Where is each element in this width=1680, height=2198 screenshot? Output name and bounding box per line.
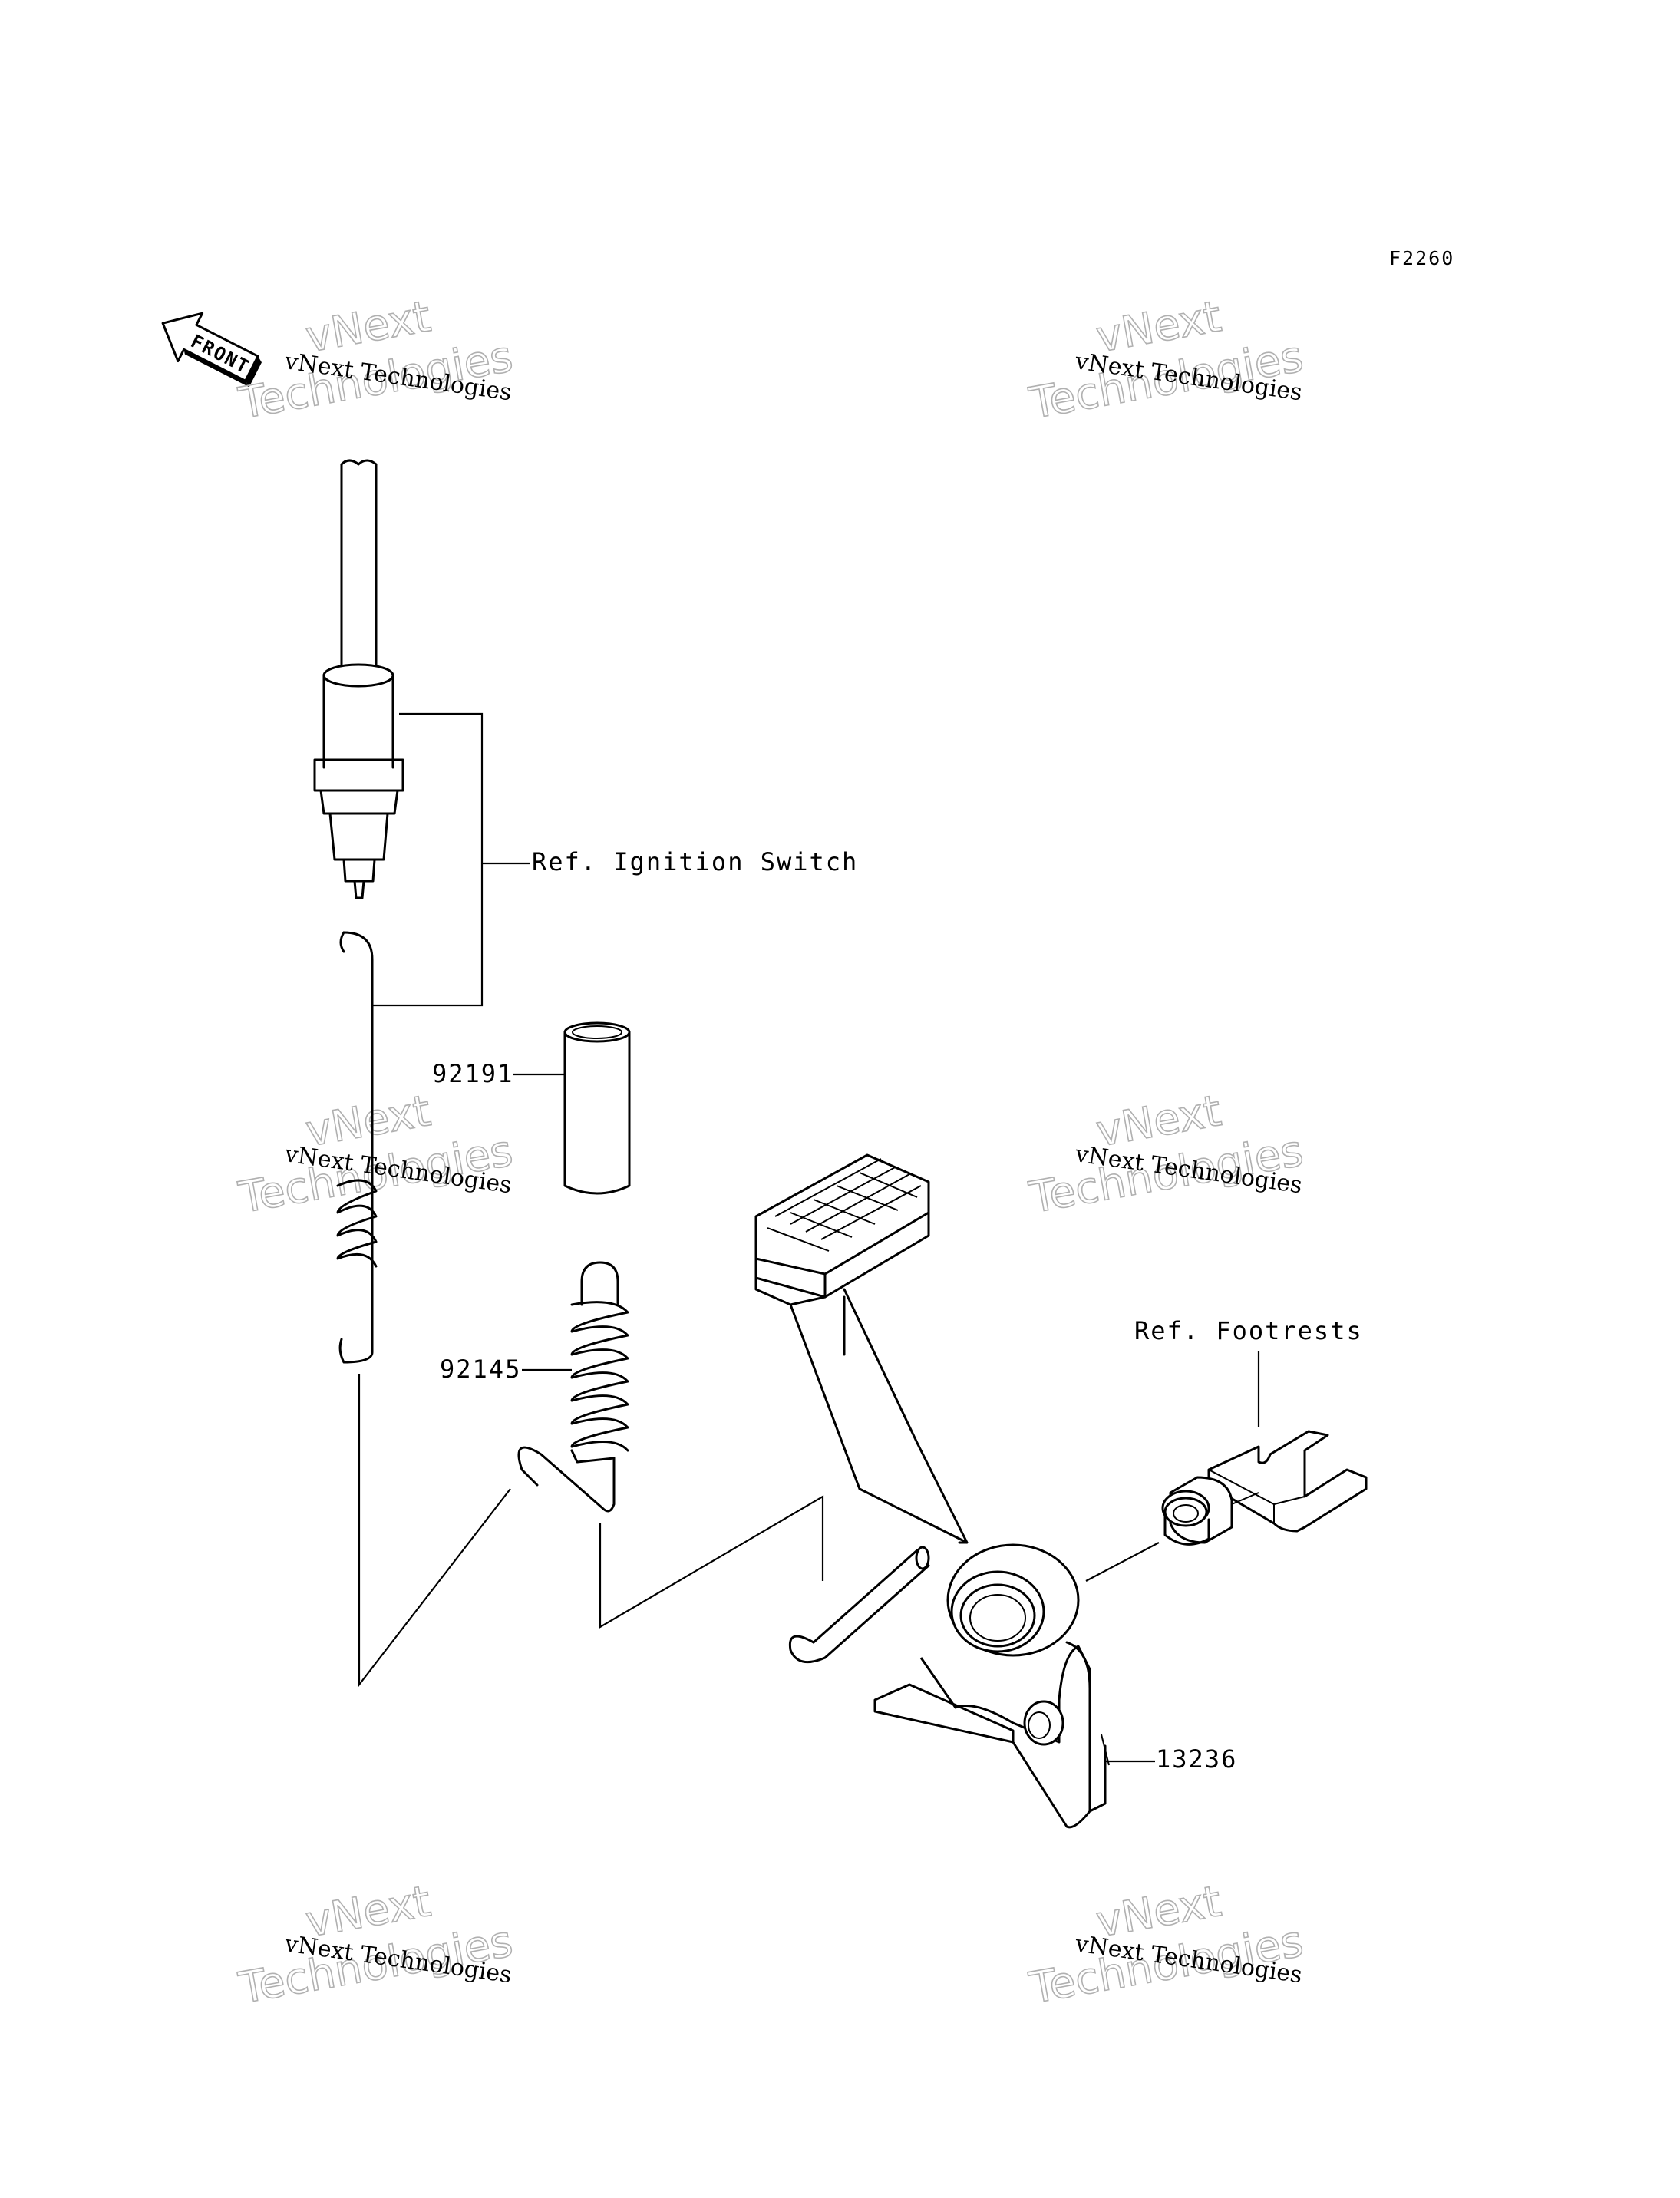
watermark-6: vNext Technologies [1025,1876,1307,2014]
diagram-code: F2260 [1389,247,1454,269]
leader-footrests [1085,1351,1260,1582]
watermark-2: vNext Technologies [1025,291,1307,429]
ignition-switch-part [313,459,404,899]
ignition-ref-label: Ref. Ignition Switch [532,847,858,876]
brake-pedal-13236-part [754,1153,1110,1829]
wire-spring [336,1179,378,1268]
footrest-bracket-part [1161,1430,1368,1546]
part-number-92145: 92145 [440,1355,521,1384]
sleeve-92191-part [563,1021,631,1195]
watermark-5: vNext Technologies [234,1876,517,2014]
watermark-3: vNext Technologies [234,1085,517,1223]
switch-wire [338,931,374,1364]
part-number-92191: 92191 [432,1059,513,1088]
footrests-ref-label: Ref. Footrests [1134,1316,1363,1345]
assembly-line-a [358,1374,511,1688]
pedal-grip-texture [767,1158,922,1252]
spring-92145-part [517,1261,629,1513]
watermark-1: vNext Technologies [234,291,517,429]
ignition-ref-bracket [372,712,530,1007]
part-number-13236: 13236 [1156,1744,1237,1774]
watermark-4: vNext Technologies [1025,1085,1307,1223]
assembly-line-b [599,1495,824,1629]
